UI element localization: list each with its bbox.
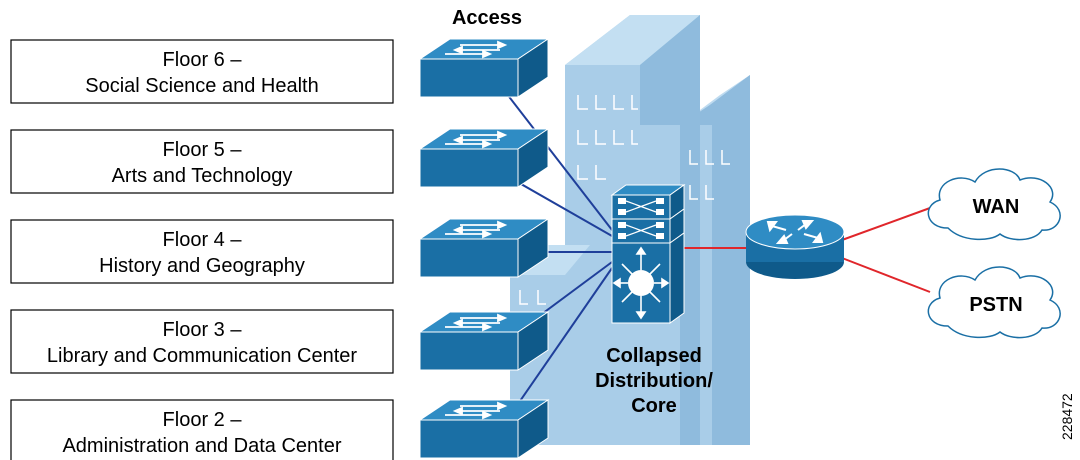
- access-layer-label: Access: [452, 7, 522, 29]
- router-to-wan-link: [841, 207, 931, 241]
- wan-links: [684, 207, 931, 293]
- core-label-line-3: Core: [631, 395, 677, 417]
- wan-label: WAN: [973, 196, 1020, 218]
- core-label-line-2: Distribution/: [595, 370, 713, 392]
- floor-boxes: Floor 6 – Social Science and Health Floo…: [10, 39, 394, 460]
- access-switch-floor-6: [419, 38, 549, 98]
- uplink-floor-6: [499, 84, 613, 231]
- access-switch-floor-5: [419, 128, 549, 188]
- floor-4-name: History and Geography: [99, 255, 305, 277]
- core-stack-layer-2: [611, 208, 685, 244]
- floor-5-box: Floor 5 – Arts and Technology: [10, 129, 394, 194]
- floor-6-name: Social Science and Health: [85, 75, 318, 97]
- floor-5-title: Floor 5 –: [163, 139, 243, 161]
- floor-3-title: Floor 3 –: [163, 319, 243, 341]
- pstn-label: PSTN: [969, 294, 1022, 316]
- access-switch-floor-4: [419, 218, 549, 278]
- floor-4-title: Floor 4 –: [163, 229, 243, 251]
- floor-6-box: Floor 6 – Social Science and Health: [10, 39, 394, 104]
- core-label: Collapsed Distribution/ Core: [595, 345, 713, 417]
- floor-3-name: Library and Communication Center: [47, 345, 357, 367]
- floor-6-title: Floor 6 –: [163, 49, 243, 71]
- figure-id: 228472: [1059, 393, 1075, 440]
- router: [745, 214, 845, 279]
- floor-2-name: Administration and Data Center: [62, 435, 341, 457]
- floor-4-box: Floor 4 – History and Geography: [10, 219, 394, 284]
- router-to-pstn-link: [841, 257, 931, 293]
- access-switch-floor-3: [419, 311, 549, 371]
- wan-cloud: WAN: [927, 168, 1061, 241]
- core-switch-stack: [610, 184, 686, 324]
- core-label-line-1: Collapsed: [606, 345, 702, 367]
- core-multilayer-switch: [611, 232, 685, 324]
- core-stack-layer-1: [610, 184, 686, 220]
- floor-3-box: Floor 3 – Library and Communication Cent…: [10, 309, 394, 374]
- building-windows: [519, 95, 730, 340]
- floor-5-name: Arts and Technology: [112, 165, 293, 187]
- pstn-cloud: PSTN: [927, 266, 1061, 339]
- access-switch-floor-2: [419, 399, 549, 459]
- floor-2-box: Floor 2 – Administration and Data Center: [10, 399, 394, 460]
- floor-2-title: Floor 2 –: [163, 409, 243, 431]
